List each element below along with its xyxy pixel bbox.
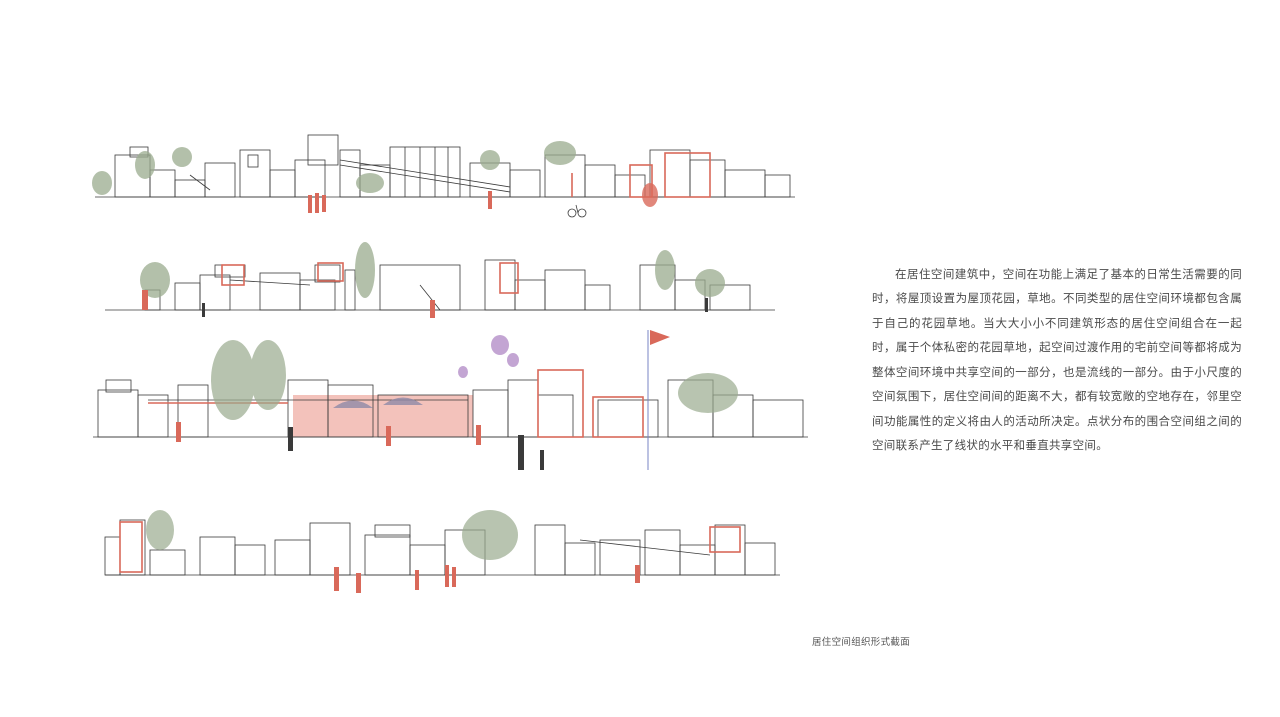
section-4-drawing	[104, 510, 780, 593]
section-1	[90, 125, 800, 225]
section-1-drawing	[92, 134, 795, 218]
section-3	[88, 325, 813, 475]
description-text: 在居住空间建筑中，空间在功能上满足了基本的日常生活需要的同时，将屋顶设置为屋顶花…	[872, 266, 1242, 453]
section-2	[100, 235, 780, 330]
caption: 居住空间组织形式截面	[812, 637, 911, 648]
section-4	[100, 505, 785, 605]
section-2-drawing	[105, 242, 775, 318]
section-3-drawing	[93, 330, 808, 470]
